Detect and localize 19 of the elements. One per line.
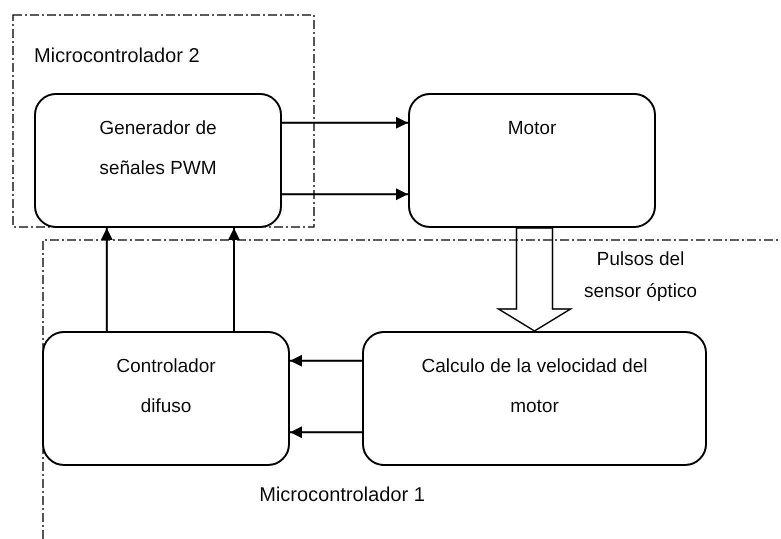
box-label: Generador de señales PWM — [98, 117, 218, 181]
box-label: Calculo de la velocidad del motor — [420, 355, 649, 419]
box-label: Controlador difuso — [115, 355, 217, 419]
block-arrow — [496, 227, 574, 332]
process-box — [408, 93, 656, 228]
process-box — [42, 331, 290, 466]
box-label: Motor — [506, 117, 558, 141]
microcontroller-region — [12, 14, 315, 228]
microcontroller-region — [42, 239, 781, 539]
arrow — [282, 188, 408, 200]
arrow — [290, 426, 362, 438]
process-box — [362, 331, 707, 466]
process-box — [34, 93, 282, 228]
region-title: Microcontrolador 1 — [258, 483, 426, 508]
arrow — [282, 116, 408, 129]
arrow — [228, 228, 240, 331]
region-title: Microcontrolador 2 — [34, 44, 201, 69]
arrow — [290, 354, 362, 367]
arrow — [100, 228, 113, 331]
